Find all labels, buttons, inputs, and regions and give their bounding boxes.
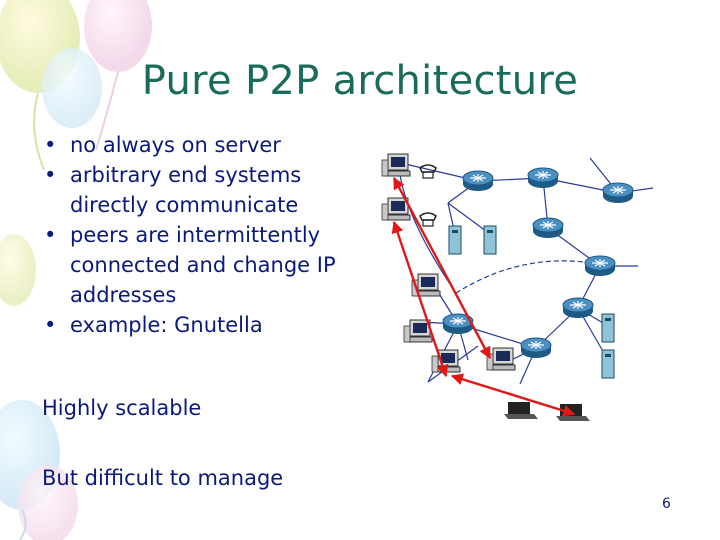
- slide-title: Pure P2P architecture: [141, 58, 579, 104]
- bullet-item: • peers are intermittently connected and …: [42, 220, 372, 310]
- bullet-dot-icon: •: [44, 223, 57, 247]
- bullet-text: example: Gnutella: [70, 313, 263, 337]
- manage-note: But difficult to manage: [42, 466, 284, 490]
- bullet-text: no always on server: [70, 133, 281, 157]
- bullet-text: arbitrary end systems directly communica…: [70, 163, 302, 217]
- page-number: 6: [662, 496, 671, 512]
- bullet-item: • example: Gnutella: [42, 310, 372, 340]
- bullet-dot-icon: •: [44, 163, 57, 187]
- bullet-list: • no always on server • arbitrary end syst…: [42, 130, 372, 340]
- bullet-dot-icon: •: [44, 133, 57, 157]
- bullet-item: • no always on server: [42, 130, 372, 160]
- scalable-note: Highly scalable: [42, 396, 202, 420]
- bullet-dot-icon: •: [44, 313, 57, 337]
- bullet-item: • arbitrary end systems directly communic…: [42, 160, 372, 220]
- p2p-network-diagram: [381, 153, 654, 421]
- bullet-text: peers are intermittently connected and c…: [70, 223, 336, 307]
